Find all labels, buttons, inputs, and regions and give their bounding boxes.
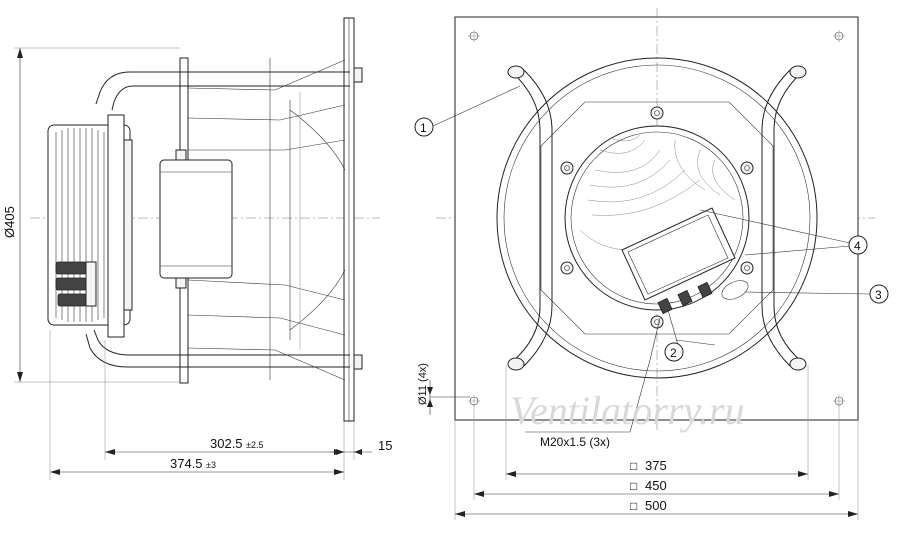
dim-302-tolerance: ±2.5 <box>246 440 263 450</box>
terminal-box <box>621 207 749 315</box>
dim-302-label: 302.5 <box>210 436 243 451</box>
callout-3-label: 3 <box>875 288 882 302</box>
dim-500-label: 500 <box>645 498 667 513</box>
callout-3: 3 <box>744 284 889 304</box>
housing-flange <box>107 114 125 338</box>
inlet-ring <box>496 57 818 379</box>
callout-1: 1 <box>414 85 521 137</box>
dim-374-label: 374.5 <box>170 456 203 471</box>
cable-glands-side <box>55 261 97 307</box>
motor-body <box>159 159 233 279</box>
watermark: Ventilatorry.ru <box>510 388 744 433</box>
side-view: Ø405 302.5 ±2.5 374.5 ±3 15 <box>2 17 875 480</box>
dim-diameter-label: Ø405 <box>2 206 17 238</box>
dim-375-square: □ <box>630 459 637 473</box>
front-view: ebmpapst 1 2 3 <box>414 8 889 520</box>
dim-450-label: 450 <box>645 478 667 493</box>
dim-15-label: 15 <box>378 438 392 453</box>
dim-375-label: 375 <box>645 458 667 473</box>
cable-gland-label: M20x1.5 (3x) <box>540 435 610 449</box>
callout-2: 2 <box>664 309 684 362</box>
callout-1-label: 1 <box>420 121 427 135</box>
callout-4: 4 <box>699 209 868 256</box>
callout-4-label: 4 <box>854 239 861 253</box>
octagon-plate <box>540 101 774 335</box>
hole-diameter-label: Ø11 (4x) <box>417 363 429 405</box>
dim-500-square: □ <box>630 499 637 513</box>
dim-374-tolerance: ±3 <box>206 460 216 470</box>
callout-2-label: 2 <box>670 346 677 360</box>
tube-frame <box>507 65 807 371</box>
dim-450-square: □ <box>630 479 637 493</box>
motor-screws <box>560 106 754 329</box>
